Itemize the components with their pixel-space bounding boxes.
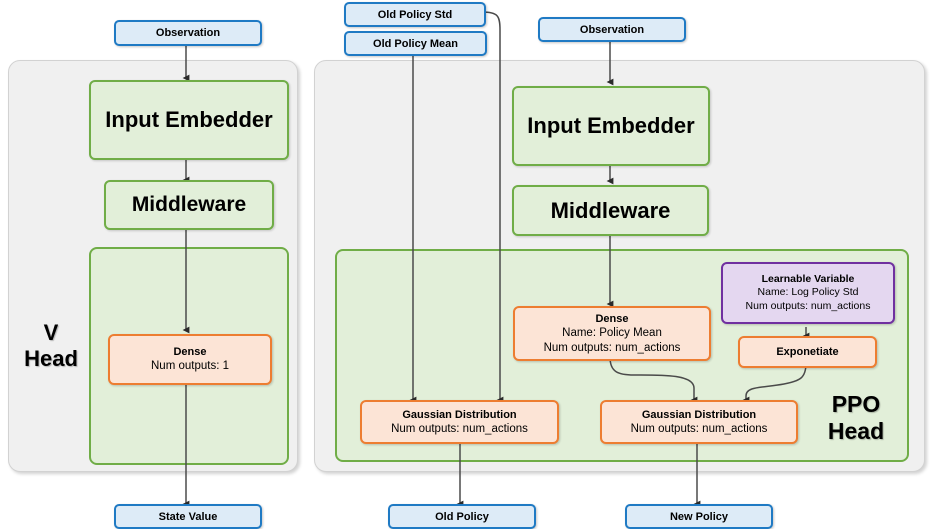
gaussian-distribution-new[interactable]: Gaussian Distribution Num outputs: num_a… bbox=[600, 400, 798, 444]
learnable-variable-name: Name: Log Policy Std bbox=[757, 286, 859, 299]
gaussian-new-num-outputs: Num outputs: num_actions bbox=[630, 422, 768, 435]
v-head-caption-line1: V bbox=[43, 320, 59, 345]
output-old-policy[interactable]: Old Policy bbox=[388, 504, 536, 529]
learnable-variable-num-outputs: Num outputs: num_actions bbox=[745, 299, 871, 312]
ppo-head-caption: PPO Head bbox=[810, 391, 902, 445]
v-dense-title: Dense bbox=[173, 346, 207, 359]
ppo-input-embedder[interactable]: Input Embedder bbox=[512, 86, 710, 166]
v-dense-node[interactable]: Dense Num outputs: 1 bbox=[108, 334, 272, 385]
gaussian-new-title: Gaussian Distribution bbox=[641, 408, 757, 421]
gaussian-distribution-old[interactable]: Gaussian Distribution Num outputs: num_a… bbox=[360, 400, 559, 444]
ppo-dense-num-outputs: Num outputs: num_actions bbox=[543, 341, 681, 354]
learnable-variable-log-policy-std[interactable]: Learnable Variable Name: Log Policy Std … bbox=[721, 262, 895, 324]
ppo-head-caption-line2: Head bbox=[827, 418, 885, 445]
input-old-policy-mean[interactable]: Old Policy Mean bbox=[344, 31, 487, 56]
output-state-value[interactable]: State Value bbox=[114, 504, 262, 529]
v-input-embedder[interactable]: Input Embedder bbox=[89, 80, 289, 160]
output-new-policy[interactable]: New Policy bbox=[625, 504, 773, 529]
input-old-policy-std[interactable]: Old Policy Std bbox=[344, 2, 486, 27]
v-middleware[interactable]: Middleware bbox=[104, 180, 274, 230]
ppo-dense-title: Dense bbox=[595, 312, 629, 325]
gaussian-old-title: Gaussian Distribution bbox=[402, 408, 517, 421]
exponetiate-title: Exponetiate bbox=[776, 345, 839, 358]
v-dense-num-outputs: Num outputs: 1 bbox=[151, 360, 229, 373]
v-head-caption-line2: Head bbox=[24, 345, 78, 371]
learnable-variable-title: Learnable Variable bbox=[761, 272, 855, 285]
input-observation-ppo[interactable]: Observation bbox=[538, 17, 686, 42]
input-observation-v[interactable]: Observation bbox=[114, 20, 262, 46]
ppo-middleware[interactable]: Middleware bbox=[512, 185, 709, 236]
v-head-caption: V Head bbox=[18, 320, 84, 372]
ppo-head-caption-line1: PPO bbox=[831, 391, 881, 417]
gaussian-old-num-outputs: Num outputs: num_actions bbox=[391, 422, 528, 435]
ppo-dense-name: Name: Policy Mean bbox=[562, 326, 662, 339]
ppo-dense-policy-mean[interactable]: Dense Name: Policy Mean Num outputs: num… bbox=[513, 306, 711, 361]
exponetiate-node[interactable]: Exponetiate bbox=[738, 336, 877, 368]
